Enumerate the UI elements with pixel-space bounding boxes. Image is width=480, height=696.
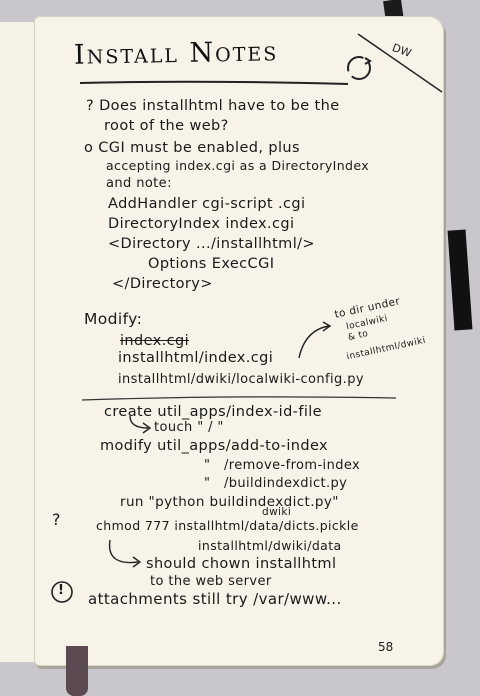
annotation-text: dwiki <box>262 506 292 518</box>
note-line: Modify: <box>84 310 143 328</box>
note-line: ? Does installhtml have to be the <box>86 98 340 114</box>
note-line: " /remove-from-index <box>204 458 361 473</box>
note-line: AddHandler cgi-script .cgi <box>108 196 306 212</box>
side-question-mark: ? <box>52 510 61 529</box>
corner-fold-line <box>357 33 443 93</box>
page-number: 58 <box>378 640 394 654</box>
note-line: accepting index.cgi as a DirectoryIndex <box>106 158 370 173</box>
title-underline <box>79 80 349 85</box>
note-line: chmod 777 installhtml/data/dicts.pickle <box>96 518 359 533</box>
note-line: should chown installhtml <box>146 556 337 572</box>
note-line: modify util_apps/add-to-index <box>100 438 329 454</box>
hook-arrow <box>108 539 142 568</box>
note-line: run "python buildindexdict.py" <box>120 494 339 510</box>
note-line: DirectoryIndex index.cgi <box>108 216 295 232</box>
note-line: installhtml/dwiki/data <box>198 538 342 553</box>
note-line: o CGI must be enabled, plus <box>84 140 300 156</box>
note-line: and note: <box>106 176 172 191</box>
notebook-page <box>34 16 444 666</box>
hook-arrow <box>129 415 152 434</box>
note-line: installhtml/dwiki/localwiki-config.py <box>118 372 364 387</box>
refresh-doodle-icon <box>347 56 372 80</box>
note-line: Options ExecCGI <box>148 256 275 272</box>
note-line: create util_apps/index-id-file <box>104 404 323 420</box>
note-line: </Directory> <box>112 276 213 292</box>
exclamation-mark: ! <box>58 583 65 598</box>
note-line: touch " / " <box>154 420 224 435</box>
note-line: root of the web? <box>104 118 229 134</box>
note-line: attachments still try /var/www... <box>88 590 342 608</box>
exclamation-circle-icon <box>51 581 73 603</box>
note-line: " /buildindexdict.py <box>204 476 348 491</box>
note-line: <Directory .../installhtml/> <box>108 236 315 252</box>
section-divider <box>81 396 397 401</box>
bookmark-ribbon <box>66 646 88 696</box>
elastic-band-side <box>447 229 473 331</box>
annotation-arrow <box>298 321 332 359</box>
note-line: index.cgi <box>120 333 190 349</box>
note-line: installhtml/index.cgi <box>118 350 274 366</box>
note-line: to the web server <box>150 574 272 589</box>
page-title: Install Notes <box>73 36 279 71</box>
